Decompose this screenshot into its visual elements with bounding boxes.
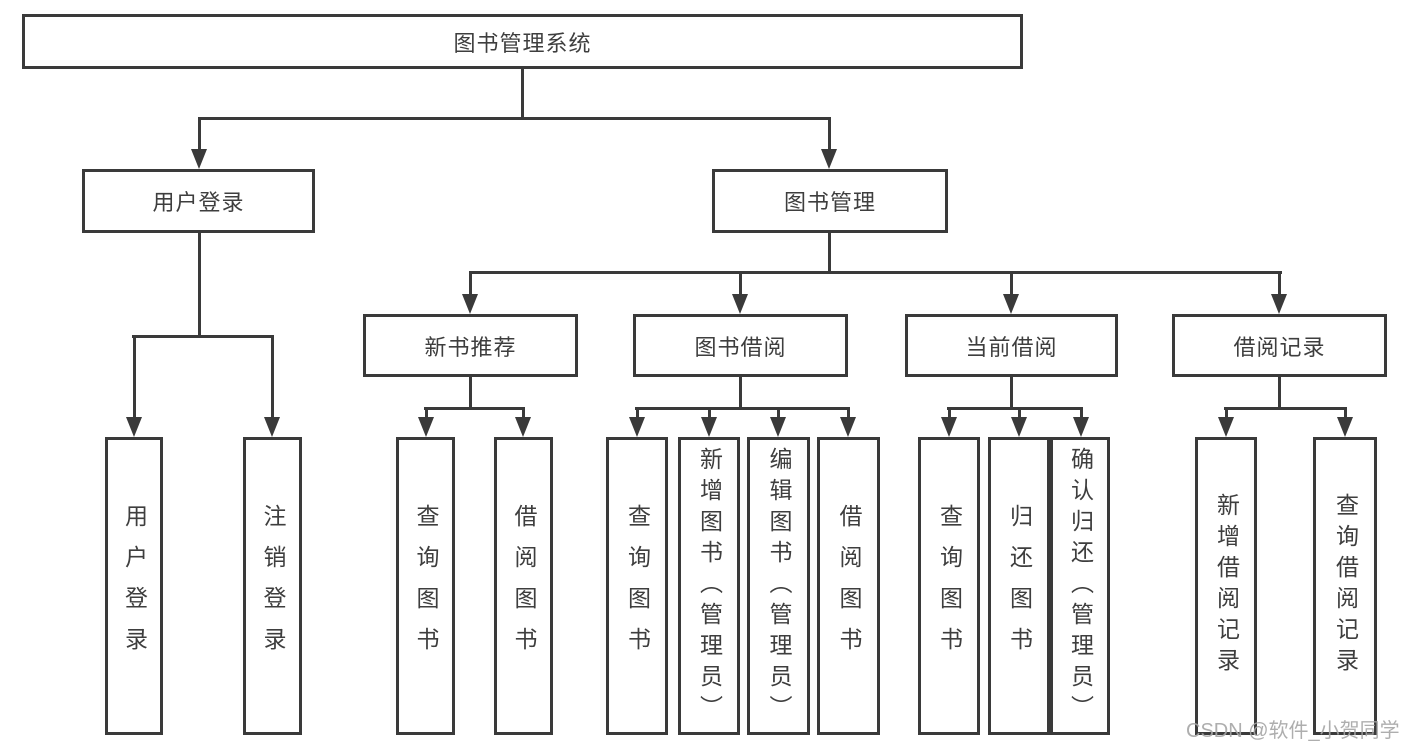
connector-g4-drop-2	[1018, 407, 1021, 420]
arrowhead-book-borrow	[732, 294, 748, 314]
arrowhead-book-mgmt	[821, 149, 837, 169]
connector-login-stem	[198, 233, 201, 338]
arrowhead-g4-leaf-3	[1073, 417, 1089, 437]
leaf-query-borrow-record-label: 查询借阅记录	[1332, 493, 1359, 679]
connector-g2-rail	[424, 407, 525, 410]
arrowhead-g2-leaf-1	[418, 417, 434, 437]
node-book-borrowing-label: 图书借阅	[694, 334, 787, 360]
node-current-borrowing: 当前借阅	[905, 314, 1118, 377]
arrowhead-new-book	[462, 294, 478, 314]
leaf-borrow-books-recommend: 借阅图书	[494, 437, 553, 735]
arrowhead-g5-leaf-1	[1218, 417, 1234, 437]
node-user-login: 用户登录	[82, 169, 315, 233]
arrowhead-g3-leaf-2	[701, 417, 717, 437]
leaf-logout-label: 注销登录	[260, 504, 286, 668]
leaf-logout: 注销登录	[243, 437, 302, 735]
connector-l3-drop-3	[1010, 271, 1013, 296]
leaf-user-login-label: 用户登录	[121, 504, 148, 668]
leaf-borrow-books-borrowing: 借阅图书	[817, 437, 880, 735]
connector-g3-drop-3	[777, 407, 780, 420]
watermark-text: CSDN @软件_小贺同学	[1186, 720, 1400, 742]
connector-root-stem	[521, 69, 524, 118]
arrowhead-g4-leaf-1	[941, 417, 957, 437]
connector-g2-drop-1	[425, 407, 428, 420]
node-root: 图书管理系统	[22, 14, 1023, 69]
arrowhead-leaf-login	[126, 417, 142, 437]
connector-mgmt-stem	[828, 233, 831, 274]
connector-g3-drop-4	[847, 407, 850, 420]
leaf-borrow-books-borrowing-label: 借阅图书	[836, 504, 862, 668]
connector-g3-drop-1	[636, 407, 639, 420]
connector-g2-stem	[469, 377, 472, 410]
leaf-add-borrow-record: 新增借阅记录	[1195, 437, 1257, 735]
connector-l3-drop-1	[469, 271, 472, 296]
leaf-query-borrow-record: 查询借阅记录	[1313, 437, 1377, 735]
leaf-query-books-current-label: 查询图书	[936, 504, 963, 668]
connector-login-drop-2	[271, 335, 274, 419]
arrowhead-g3-leaf-1	[629, 417, 645, 437]
connector-mgmt-rail	[469, 271, 1282, 274]
arrowhead-borrow-records	[1271, 294, 1287, 314]
arrowhead-current-borrow	[1003, 294, 1019, 314]
leaf-confirm-return-admin-label: 确认归还（管理员）	[1067, 446, 1094, 726]
connector-g5-drop-1	[1225, 407, 1228, 420]
node-borrowing-records-label: 借阅记录	[1233, 334, 1326, 360]
connector-g3-rail	[635, 407, 849, 410]
connector-g4-stem	[1010, 377, 1013, 410]
watermark: CSDN @软件_小贺同学	[1186, 714, 1400, 743]
leaf-edit-books-admin: 编辑图书（管理员）	[747, 437, 810, 735]
arrowhead-g3-leaf-4	[840, 417, 856, 437]
node-new-book-label: 新书推荐	[424, 334, 517, 360]
node-user-login-label: 用户登录	[152, 190, 245, 215]
connector-g5-drop-2	[1344, 407, 1347, 420]
connector-g3-drop-2	[708, 407, 711, 420]
arrowhead-leaf-logout	[264, 417, 280, 437]
leaf-return-books-label: 归还图书	[1006, 504, 1033, 668]
leaf-query-books-current: 查询图书	[918, 437, 980, 735]
connector-l3-drop-4	[1278, 271, 1281, 296]
arrowhead-g5-leaf-2	[1337, 417, 1353, 437]
arrowhead-g2-leaf-2	[515, 417, 531, 437]
connector-g5-stem	[1278, 377, 1281, 410]
connector-book-mgmt-drop	[828, 117, 831, 151]
connector-g4-drop-1	[948, 407, 951, 420]
leaf-query-books-borrowing: 查询图书	[606, 437, 668, 735]
node-current-borrowing-label: 当前借阅	[965, 334, 1058, 360]
node-borrowing-records: 借阅记录	[1172, 314, 1387, 377]
connector-g5-rail	[1224, 407, 1347, 410]
node-root-label: 图书管理系统	[453, 30, 592, 56]
arrowhead-user-login	[191, 149, 207, 169]
node-book-management: 图书管理	[712, 169, 948, 233]
connector-l3-drop-2	[739, 271, 742, 296]
leaf-query-books-recommend-label: 查询图书	[413, 504, 439, 668]
leaf-add-borrow-record-label: 新增借阅记录	[1213, 493, 1240, 679]
leaf-return-books: 归还图书	[988, 437, 1050, 735]
leaf-user-login: 用户登录	[105, 437, 163, 735]
connector-root-rail	[198, 117, 831, 120]
arrowhead-g3-leaf-3	[770, 417, 786, 437]
node-book-borrowing: 图书借阅	[633, 314, 848, 377]
connector-g4-rail	[947, 407, 1083, 410]
node-new-book-recommendation: 新书推荐	[363, 314, 578, 377]
arrowhead-g4-leaf-2	[1011, 417, 1027, 437]
leaf-add-books-admin-label: 新增图书（管理员）	[696, 446, 723, 726]
leaf-confirm-return-admin: 确认归还（管理员）	[1050, 437, 1110, 735]
connector-g3-stem	[739, 377, 742, 410]
connector-login-drop-1	[133, 335, 136, 419]
leaf-query-books-borrowing-label: 查询图书	[624, 504, 651, 668]
connector-login-rail	[132, 335, 274, 338]
node-book-management-label: 图书管理	[783, 190, 876, 215]
leaf-edit-books-admin-label: 编辑图书（管理员）	[766, 446, 792, 726]
leaf-query-books-recommend: 查询图书	[396, 437, 455, 735]
connector-g4-drop-3	[1080, 407, 1083, 420]
connector-user-login-drop	[198, 117, 201, 151]
connector-g2-drop-2	[522, 407, 525, 420]
leaf-add-books-admin: 新增图书（管理员）	[678, 437, 740, 735]
leaf-borrow-books-recommend-label: 借阅图书	[511, 504, 537, 668]
